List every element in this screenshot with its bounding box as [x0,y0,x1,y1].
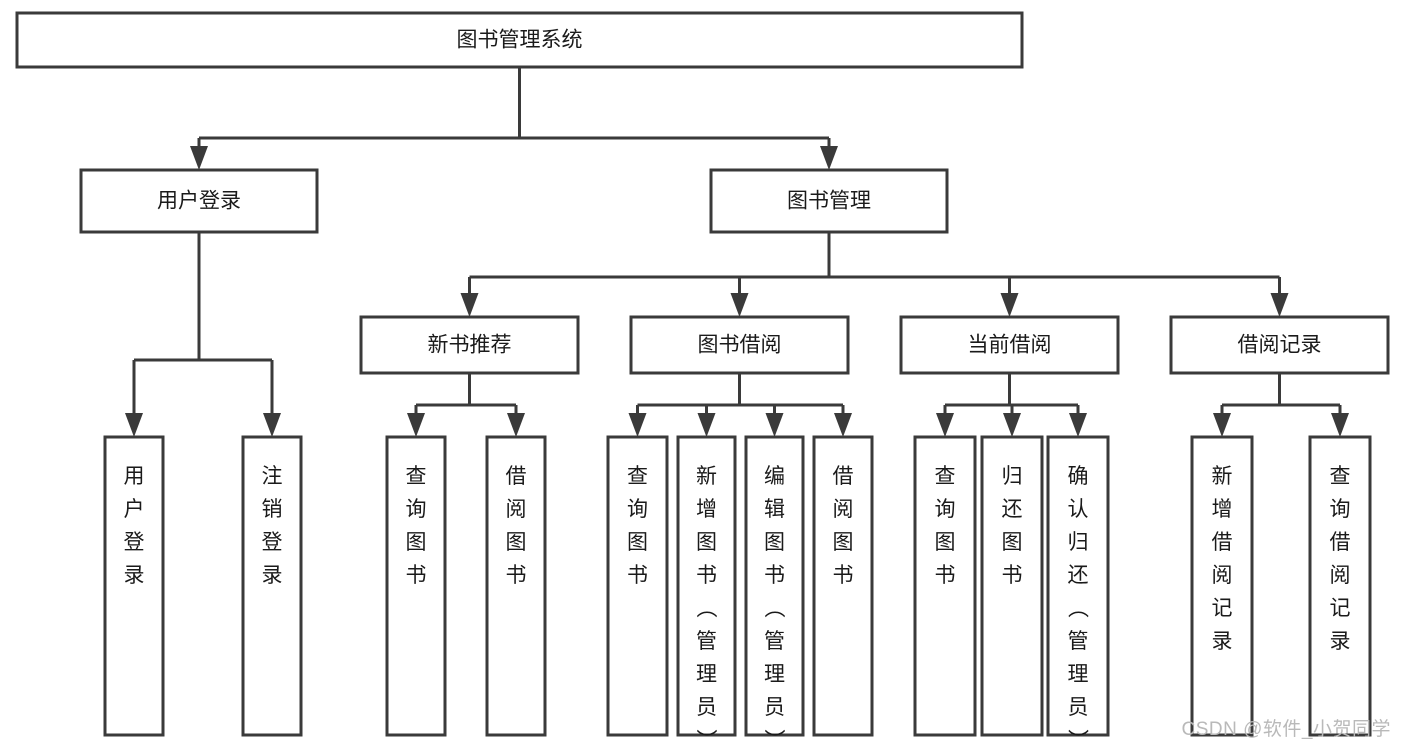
node-leaf-borrow-book-1[interactable]: 借阅图书 [485,435,547,737]
arrow-head-icon-leaf-add-borrow-record [1213,413,1231,437]
node-box-book-management [709,168,949,234]
node-box-leaf-query-book-2 [606,435,669,737]
watermark-text: CSDN @软件_小贺同学 [1181,719,1391,740]
arrow-head-icon-leaf-add-book [697,413,716,437]
node-label-leaf-query-book-3: 查询图书 [935,465,956,587]
node-leaf-borrow-book-2[interactable]: 借阅图书 [812,435,874,737]
node-leaf-user-login[interactable]: 用户登录 [103,435,165,737]
node-label-leaf-borrow-book-2: 借阅图书 [833,465,854,587]
node-label-root: 图书管理系统 [457,29,583,52]
node-box-leaf-user-logout [241,435,303,737]
node-box-leaf-add-book [676,435,737,737]
node-user-login[interactable]: 用户登录 [79,168,319,234]
node-box-leaf-query-book-3 [913,435,977,737]
node-leaf-user-logout[interactable]: 注销登录 [241,435,303,737]
arrow-head-icon-leaf-query-book-2 [628,413,647,437]
node-box-leaf-borrow-book-1 [485,435,547,737]
node-box-leaf-edit-book [744,435,805,737]
node-label-leaf-return-book: 归还图书 [1002,465,1023,587]
node-leaf-edit-book[interactable]: 编辑图书（管理员） [744,435,805,747]
arrow-head-icon-leaf-return-book [1003,413,1021,437]
arrow-head-icon-leaf-query-borrow-record [1331,413,1349,437]
node-box-leaf-query-book-1 [385,435,447,737]
arrow-head-icon-book-borrow [730,293,749,317]
node-box-user-login [79,168,319,234]
node-box-leaf-query-borrow-record [1308,435,1372,737]
arrow-head-icon-leaf-borrow-book-1 [507,413,525,437]
arrow-head-icon-leaf-edit-book [765,413,784,437]
node-leaf-add-book[interactable]: 新增图书（管理员） [676,435,737,747]
node-box-book-borrow [629,315,850,375]
arrow-head-icon-leaf-query-book-1 [407,413,425,437]
node-label-borrow-records: 借阅记录 [1238,334,1322,357]
node-borrow-records[interactable]: 借阅记录 [1169,315,1390,375]
node-box-new-book-recommend [359,315,580,375]
node-box-leaf-user-login [103,435,165,737]
node-label-leaf-add-borrow-record: 新增借阅记录 [1212,465,1233,653]
connector-lines [125,67,1349,437]
arrow-head-icon-borrow-records [1270,293,1289,317]
node-box-leaf-borrow-book-2 [812,435,874,737]
node-label-leaf-edit-book: 编辑图书（管理员） [764,465,786,747]
node-label-leaf-confirm-return: 确认归还（管理员） [1068,465,1090,747]
arrow-head-icon-leaf-user-logout [263,413,281,437]
node-leaf-query-book-2[interactable]: 查询图书 [606,435,669,737]
arrow-head-icon-leaf-user-login [125,413,143,437]
node-box-borrow-records [1169,315,1390,375]
arrow-head-icon-book-management [820,146,838,170]
node-book-borrow[interactable]: 图书借阅 [629,315,850,375]
node-label-book-borrow: 图书借阅 [698,334,782,357]
node-label-leaf-query-book-1: 查询图书 [406,465,427,587]
arrow-head-icon-user-login [190,146,208,170]
node-leaf-add-borrow-record[interactable]: 新增借阅记录 [1190,435,1254,737]
node-label-leaf-borrow-book-1: 借阅图书 [506,465,527,587]
node-label-user-login: 用户登录 [157,190,241,213]
node-label-leaf-query-book-2: 查询图书 [627,465,648,587]
node-box-leaf-confirm-return [1046,435,1110,737]
arrow-head-icon-leaf-query-book-3 [936,413,954,437]
node-leaf-return-book[interactable]: 归还图书 [980,435,1044,737]
node-label-current-borrow: 当前借阅 [968,334,1052,357]
node-label-leaf-user-logout: 注销登录 [262,465,283,587]
node-book-management[interactable]: 图书管理 [709,168,949,234]
node-leaf-query-book-1[interactable]: 查询图书 [385,435,447,737]
node-label-new-book-recommend: 新书推荐 [428,334,512,357]
node-label-leaf-user-login: 用户登录 [124,465,145,587]
node-leaf-query-borrow-record[interactable]: 查询借阅记录 [1308,435,1372,737]
node-leaf-confirm-return[interactable]: 确认归还（管理员） [1046,435,1110,747]
node-current-borrow[interactable]: 当前借阅 [899,315,1120,375]
node-leaf-query-book-3[interactable]: 查询图书 [913,435,977,737]
node-box-leaf-return-book [980,435,1044,737]
arrow-head-icon-current-borrow [1000,293,1019,317]
node-label-leaf-query-borrow-record: 查询借阅记录 [1330,465,1351,653]
arrow-head-icon-leaf-borrow-book-2 [834,413,852,437]
node-label-book-management: 图书管理 [787,190,871,213]
arrow-head-icon-leaf-confirm-return [1069,413,1087,437]
arrow-head-icon-new-book-recommend [460,293,479,317]
node-boxes: 图书管理系统用户登录图书管理新书推荐图书借阅当前借阅借阅记录用户登录注销登录查询… [15,11,1390,747]
node-new-book-recommend[interactable]: 新书推荐 [359,315,580,375]
node-box-current-borrow [899,315,1120,375]
node-box-root [15,11,1024,69]
node-label-leaf-add-book: 新增图书（管理员） [696,465,718,747]
node-box-leaf-add-borrow-record [1190,435,1254,737]
node-root[interactable]: 图书管理系统 [15,11,1024,69]
